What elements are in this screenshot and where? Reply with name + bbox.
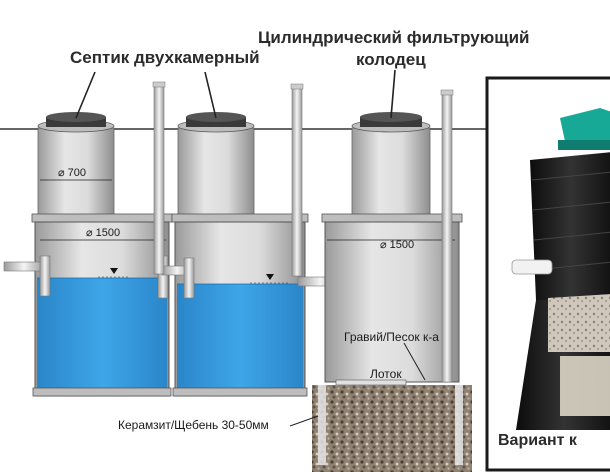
variant-body <box>530 152 610 300</box>
leader-septic-2 <box>204 71 217 119</box>
chamber-1-bottom <box>32 387 172 397</box>
leader-septic-1 <box>75 71 96 119</box>
inlet-pipe <box>3 261 45 272</box>
chamber-2-water <box>177 284 303 388</box>
chamber-2-slab <box>171 213 309 223</box>
water-level-marker-2 <box>266 274 274 280</box>
diameter-well-label: ⌀ 1500 <box>380 239 415 251</box>
chamber-2-neck <box>177 127 255 219</box>
claydite-label: Керамзит/Щебень 30-50мм <box>118 418 269 432</box>
well-title-line2: колодец <box>356 50 426 69</box>
septic-title: Септик двухкамерный <box>70 48 260 67</box>
septic-chamber-2 <box>152 81 309 397</box>
variant-label: Вариант к <box>498 432 577 449</box>
diameter-chamber-label: ⌀ 1500 <box>86 227 121 239</box>
vent-pipe-2 <box>291 85 303 277</box>
tray-label: Лоток <box>370 367 402 381</box>
gravel-bed <box>312 385 472 472</box>
well-title-line1: Цилиндрический фильтрующий <box>258 28 530 47</box>
vent-pipe-1 <box>153 83 165 275</box>
filtering-well <box>321 89 463 386</box>
leader-claydite <box>289 415 319 427</box>
leader-well <box>390 69 396 119</box>
diameter-neck-label: ⌀ 700 <box>58 167 87 179</box>
chamber-2-bottom <box>172 387 308 397</box>
variant-pipe <box>511 259 553 275</box>
leader-gravel-sand <box>403 342 426 381</box>
septic-chamber-1 <box>3 112 173 397</box>
chamber-1-slab <box>31 213 173 223</box>
well-vent-pipe <box>441 91 453 383</box>
well-neck <box>351 127 431 219</box>
variant-inset <box>485 76 610 472</box>
water-level-marker-1 <box>110 268 118 274</box>
well-slab <box>321 213 463 223</box>
chamber-1-water <box>37 278 167 388</box>
well-body <box>324 221 460 383</box>
gravel-sand-label: Гравий/Песок к-а <box>344 330 439 344</box>
variant-gravel <box>548 294 610 352</box>
variant-lid <box>560 108 610 146</box>
